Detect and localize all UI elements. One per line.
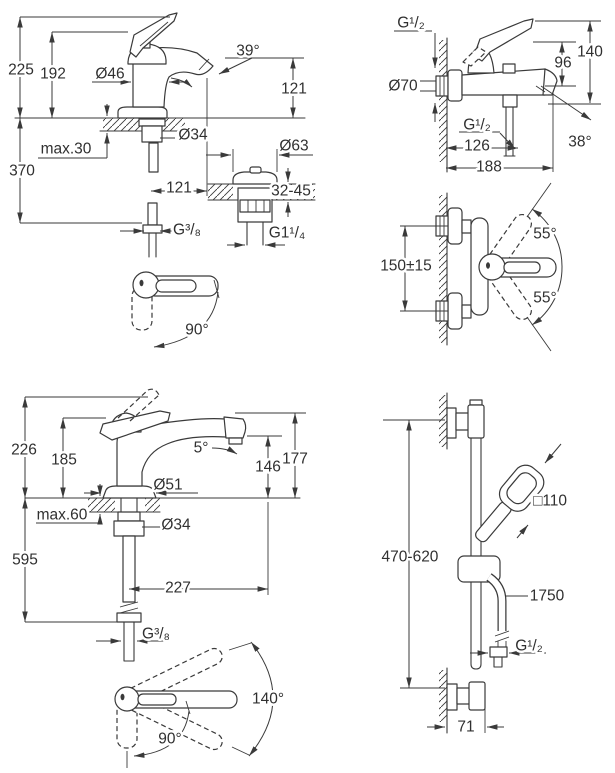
basin-handle-swivel-label: 90°	[185, 322, 208, 339]
basin-hole-dia-label: Ø34	[178, 127, 208, 144]
bath-mounting-outline	[435, 207, 557, 330]
hand-shower-outline	[457, 464, 545, 668]
bath-handle-down-label: 55°	[533, 290, 556, 307]
basin-total-height-label: 225	[8, 62, 34, 79]
shower-hose-length-label: 1750	[530, 588, 565, 605]
kitchen-mixer-front-view: 226 185 5° 146 177 Ø51 max.60 Ø34 595 22…	[9, 388, 310, 662]
basin-faucet-outline	[117, 12, 214, 119]
basin-outlet-height-label: 121	[281, 81, 307, 98]
basin-mixer-front-view: 225 192 Ø46 39° 121 max.30 370 Ø34 121 G…	[6, 12, 309, 258]
deck-hatch	[103, 118, 143, 131]
waste-cap-dia-label: Ø63	[279, 138, 308, 155]
bath-mixer-mounting-view: 150±15 55° 55°	[378, 182, 563, 352]
shower-rail-outline	[446, 399, 486, 711]
kitchen-mixer-top-view: 140° 90°	[114, 641, 287, 768]
kitchen-max-deck-label: max.60	[37, 507, 88, 524]
kitchen-base-dia-label: Ø51	[153, 477, 182, 494]
basin-spout-angle-label: 39°	[236, 43, 259, 60]
bath-faucet-outline	[420, 18, 558, 157]
kitchen-hole-dia-label: Ø34	[161, 517, 191, 534]
basin-below-deck-label: 370	[9, 163, 35, 180]
waste-body-outline	[232, 166, 278, 246]
waste-fitting-view: Ø63 32-45 G1¹/₄	[206, 135, 316, 248]
bath-outlet-thread-label: G¹/₂	[463, 117, 491, 134]
basin-mixer-top-view: 90°	[131, 271, 220, 349]
shower-thread-label: G¹/₂	[515, 638, 543, 655]
deck-hatch	[163, 118, 185, 131]
shower-head-size-label: □110	[533, 493, 567, 510]
kitchen-total-height-label: 226	[11, 442, 37, 459]
shower-bar-range-label: 470-620	[382, 549, 439, 566]
bath-upper-height-label: 96	[554, 55, 571, 72]
kitchen-spout-reach-label: 227	[165, 580, 191, 597]
basin-handle-width-label: Ø46	[95, 66, 124, 83]
shower-bracket-depth-label: 71	[457, 719, 474, 736]
bath-inner-reach-label: 126	[464, 138, 490, 155]
basin-max-deck-label: max.30	[41, 141, 92, 158]
kitchen-spout-top-height-label: 177	[282, 451, 308, 468]
bath-inlet-thread-label: G¹/₂	[397, 15, 425, 32]
kitchen-faucet-outline	[99, 388, 247, 499]
shower-rail-set-view: 470-620 □110 1750 G¹/₂ 71	[379, 392, 570, 738]
kitchen-below-deck-label: 595	[12, 552, 38, 569]
kitchen-spout-swivel-label: 140°	[252, 691, 284, 708]
kitchen-body-height-label: 185	[51, 452, 77, 469]
basin-supply-hose	[138, 118, 166, 258]
bath-mixer-front-view: G¹/₂ Ø70 140 96 G¹/₂ 126 38° 188	[386, 12, 606, 178]
kitchen-supply-hose	[113, 497, 145, 662]
bath-total-reach-label: 188	[476, 159, 502, 176]
bath-handle-up-label: 55°	[533, 226, 556, 243]
kitchen-supply-thread-label: G³/₈	[142, 626, 170, 643]
kitchen-spout-tilt-label: 5°	[194, 440, 209, 457]
kitchen-handle-swivel-label: 90°	[158, 731, 181, 748]
waste-deck-thickness-label: 32-45	[271, 183, 311, 200]
bath-inlet-spacing-label: 150±15	[380, 258, 432, 275]
basin-spout-reach-label: 121	[166, 180, 192, 197]
bath-total-height-label: 140	[577, 44, 603, 61]
kitchen-outlet-height-label: 146	[255, 459, 281, 476]
waste-thread-label: G1¹/₄	[269, 225, 305, 242]
basin-supply-thread-label: G³/₈	[173, 222, 201, 239]
bath-escutcheon-dia-label: Ø70	[388, 78, 418, 95]
basin-body-height-label: 192	[40, 66, 66, 83]
bath-spout-angle-label: 38°	[568, 134, 591, 151]
